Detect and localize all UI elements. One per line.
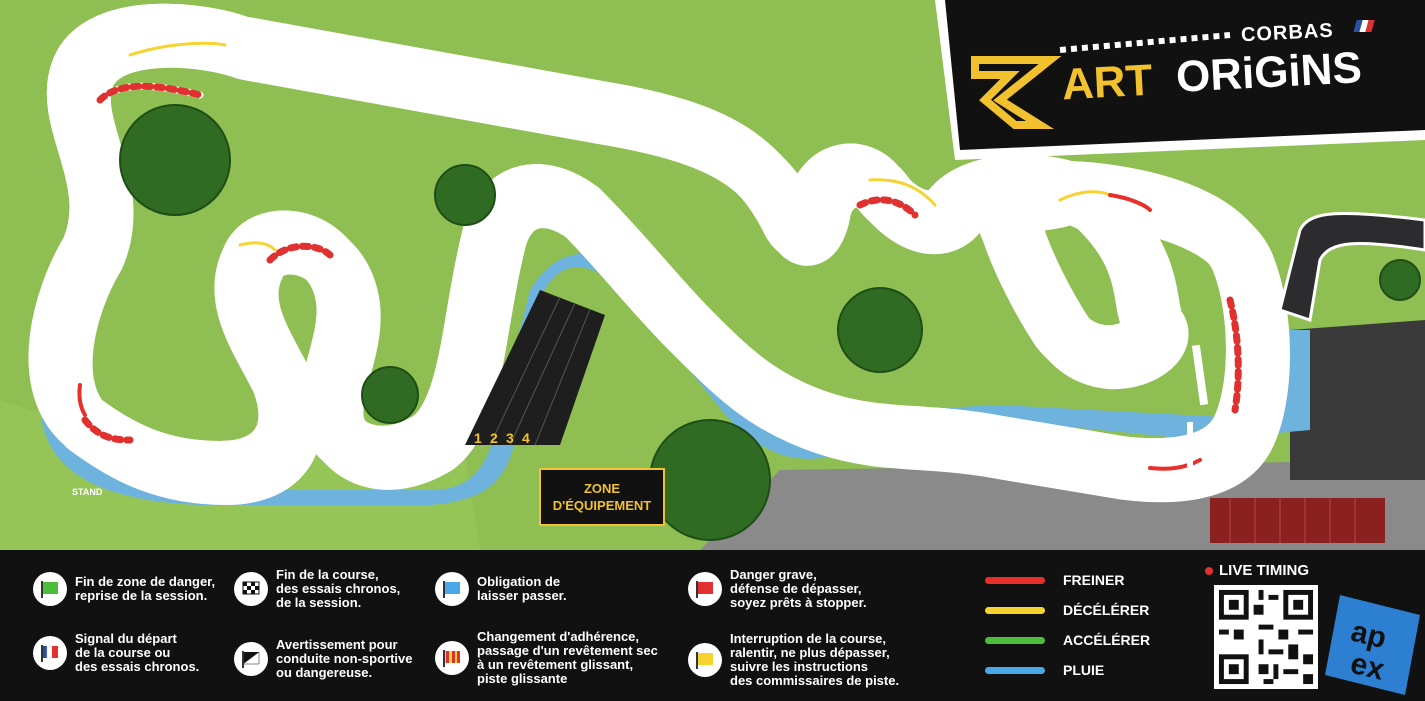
line-swatch bbox=[985, 606, 1045, 614]
legend-panel: Fin de zone de danger, reprise de la ses… bbox=[0, 550, 1425, 701]
grid-number: 4 bbox=[522, 430, 530, 446]
legend-black-white-flag: Avertissement pour conduite non-sportive… bbox=[234, 638, 413, 680]
legend-line-accelerate: ACCÉLÉRER bbox=[985, 632, 1150, 648]
striped-flag-icon bbox=[435, 641, 469, 675]
legend-red-flag: Danger grave, défense de dépasser, soyez… bbox=[688, 568, 867, 610]
legend-line-brake: FREINER bbox=[985, 572, 1124, 588]
legend-striped-flag: Changement d'adhérence, passage d'un rev… bbox=[435, 630, 658, 686]
line-label: ACCÉLÉRER bbox=[1063, 632, 1151, 648]
zone-line-2: D'ÉQUIPEMENT bbox=[552, 498, 652, 513]
legend-checkered-flag: Fin de la course, des essais chronos, de… bbox=[234, 568, 400, 610]
legend-text: Signal du départ de la course ou des ess… bbox=[75, 631, 200, 674]
svg-text:ap: ap bbox=[1348, 615, 1390, 655]
race-track bbox=[58, 33, 1261, 476]
live-dot-icon bbox=[1205, 566, 1213, 575]
legend-line-rain: PLUIE bbox=[985, 662, 1104, 678]
equipment-building bbox=[465, 290, 605, 445]
legend-french-flag: Signal du départ de la course ou des ess… bbox=[33, 632, 199, 674]
french-flag-icon bbox=[33, 636, 67, 670]
kart-logo-icon bbox=[971, 56, 1062, 129]
qr-code-icon[interactable] bbox=[1214, 585, 1318, 689]
brand-name-art: ART bbox=[1060, 55, 1154, 110]
track-map bbox=[28, 0, 1425, 550]
grandstand bbox=[1210, 498, 1385, 543]
line-swatch bbox=[985, 576, 1045, 584]
secondary-track bbox=[1278, 211, 1425, 322]
legend-text: Changement d'adhérence, passage d'un rev… bbox=[477, 629, 658, 686]
black-white-flag-icon bbox=[234, 642, 268, 676]
grid-number: 2 bbox=[490, 430, 498, 446]
finish-line bbox=[1187, 422, 1193, 467]
legend-green-flag: Fin de zone de danger, reprise de la ses… bbox=[33, 572, 215, 606]
green-flag-icon bbox=[33, 572, 67, 606]
legend-text: Fin de zone de danger, reprise de la ses… bbox=[75, 574, 216, 603]
brand-logo: CORBAS ART ORiGiNS bbox=[940, 0, 1425, 158]
legend-yellow-flag: Interruption de la course, ralentir, ne … bbox=[688, 632, 899, 688]
zone-line-1: ZONE bbox=[583, 481, 621, 496]
red-flag-icon bbox=[688, 572, 722, 606]
yellow-flag-icon bbox=[688, 643, 722, 677]
french-flag-small-icon bbox=[1353, 20, 1375, 32]
stand-label: STAND bbox=[72, 487, 103, 497]
legend-line-decelerate: DÉCÉLÉRER bbox=[985, 602, 1149, 618]
building bbox=[1290, 320, 1425, 480]
brand-location: CORBAS bbox=[1240, 19, 1335, 47]
legend-text: Fin de la course, des essais chronos, de… bbox=[276, 567, 401, 610]
brand-name-origins: ORiGiNS bbox=[1174, 43, 1363, 102]
line-label: DÉCÉLÉRER bbox=[1063, 602, 1150, 618]
logo-panel bbox=[945, 0, 1425, 150]
blue-flag-icon bbox=[435, 572, 469, 606]
legend-text: Interruption de la course, ralentir, ne … bbox=[730, 631, 900, 688]
line-label: FREINER bbox=[1063, 572, 1125, 588]
live-timing-text: LIVE TIMING bbox=[1219, 562, 1309, 579]
svg-text:ex: ex bbox=[1347, 647, 1388, 687]
line-swatch bbox=[985, 636, 1045, 644]
line-label: PLUIE bbox=[1063, 662, 1105, 678]
equipment-zone-label: ZONE D'ÉQUIPEMENT bbox=[539, 468, 665, 526]
live-timing-label[interactable]: LIVE TIMING bbox=[1205, 562, 1309, 579]
checkered-flag-icon bbox=[234, 572, 268, 606]
trees bbox=[119, 104, 1421, 541]
legend-text: Danger grave, défense de dépasser, soyez… bbox=[730, 567, 867, 610]
apex-timing-logo-icon: ap ex bbox=[1325, 595, 1420, 695]
start-line bbox=[1191, 344, 1209, 406]
line-swatch bbox=[985, 666, 1045, 674]
legend-text: Obligation de laisser passer. bbox=[477, 574, 567, 603]
legend-text: Avertissement pour conduite non-sportive… bbox=[276, 637, 413, 680]
legend-blue-flag: Obligation de laisser passer. bbox=[435, 572, 567, 606]
grid-number: 1 bbox=[474, 430, 482, 446]
grid-number: 3 bbox=[506, 430, 514, 446]
